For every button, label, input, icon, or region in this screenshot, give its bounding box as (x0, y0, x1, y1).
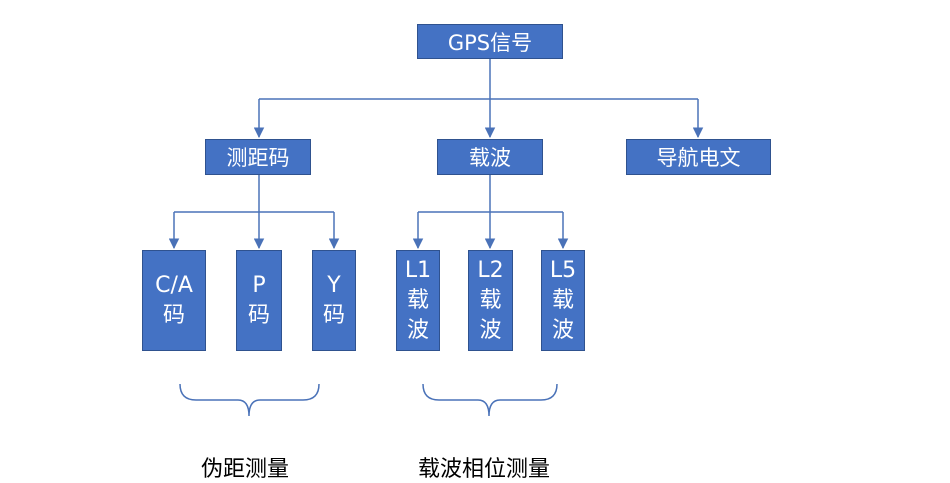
p-code-box: P 码 (236, 250, 282, 351)
l5-line2: 载 (551, 287, 574, 313)
l1-carrier-box: L1 载 波 (396, 250, 440, 351)
l5-carrier-box: L5 载 波 (541, 250, 585, 351)
y-code-line2: 码 (322, 302, 345, 328)
l2-line2: 载 (479, 287, 502, 313)
l5-line1: L5 (549, 257, 577, 283)
l1-line3: 波 (406, 317, 429, 343)
ca-code-box: C/A 码 (142, 250, 206, 351)
carrier-label: 载波 (469, 146, 511, 170)
gps-signal-label: GPS信号 (447, 30, 533, 55)
carrier-box: 载波 (437, 139, 543, 175)
ca-code-line1: C/A (155, 272, 193, 298)
gps-signal-box: GPS信号 (417, 24, 563, 59)
y-code-box: Y 码 (312, 250, 356, 351)
l1-line1: L1 (404, 257, 432, 283)
pseudorange-label: 伪距测量 (201, 457, 290, 482)
connector-layer (168, 58, 704, 417)
l5-line3: 波 (551, 317, 574, 343)
nav-message-box: 导航电文 (626, 139, 771, 175)
l2-line1: L2 (477, 257, 504, 283)
p-code-line1: P (252, 272, 266, 298)
ranging-code-box: 测距码 (205, 139, 311, 175)
l2-carrier-box: L2 载 波 (468, 250, 513, 351)
nav-message-label: 导航电文 (656, 146, 741, 170)
carrier-phase-label: 载波相位测量 (418, 457, 551, 482)
p-code-line2: 码 (247, 302, 270, 328)
pseudorange-brace (179, 383, 320, 417)
ca-code-line2: 码 (162, 302, 185, 328)
y-code-line1: Y (327, 272, 341, 298)
ranging-code-label: 测距码 (226, 146, 290, 170)
carrier-phase-brace (422, 383, 558, 417)
l1-line2: 载 (406, 287, 429, 313)
l2-line3: 波 (479, 317, 502, 343)
